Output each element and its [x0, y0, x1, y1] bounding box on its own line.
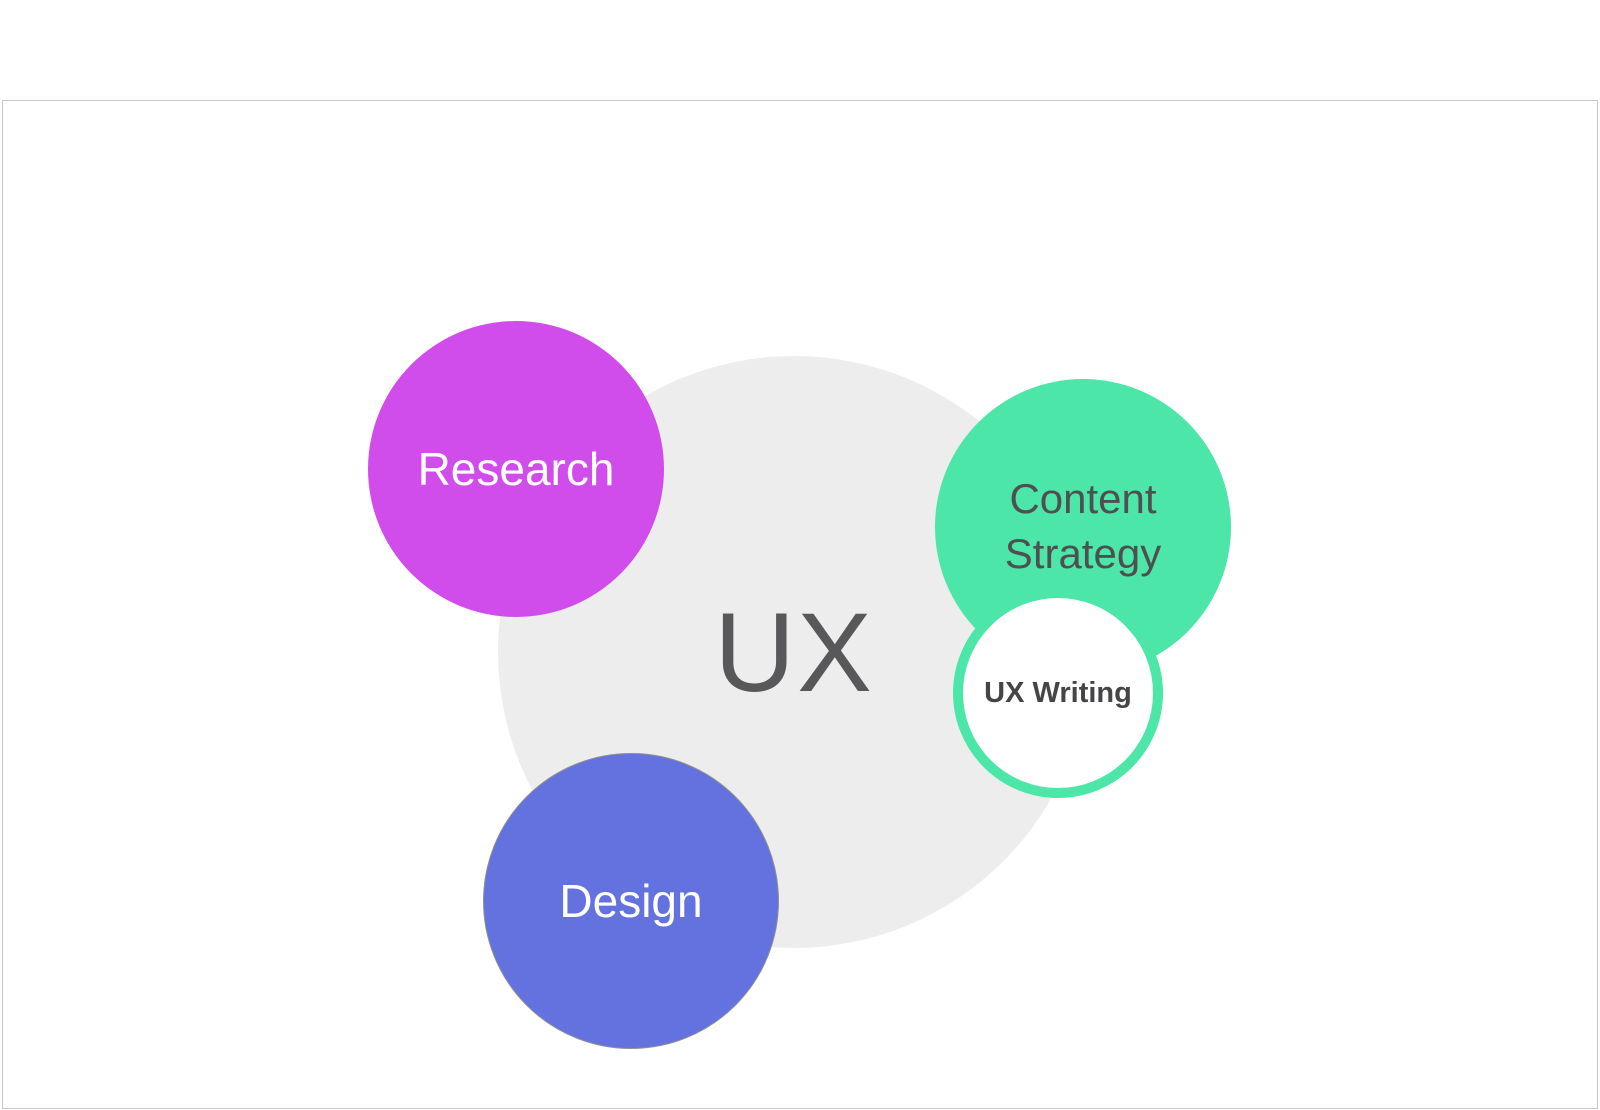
- design-circle: Design: [483, 753, 779, 1049]
- research-label: Research: [417, 443, 615, 495]
- design-label: Design: [559, 875, 703, 927]
- content-strategy-label: Content Strategy: [1004, 475, 1162, 577]
- content-strategy-circle: Content Strategy: [935, 379, 1231, 675]
- ux-writing-circle: UX Writing: [953, 588, 1163, 798]
- ux-label: UX: [714, 589, 874, 715]
- research-circle: Research: [368, 321, 664, 617]
- ux-writing-label: UX Writing: [984, 676, 1132, 709]
- canvas-frame: UX Research Content Strategy UX Writing …: [2, 100, 1598, 1109]
